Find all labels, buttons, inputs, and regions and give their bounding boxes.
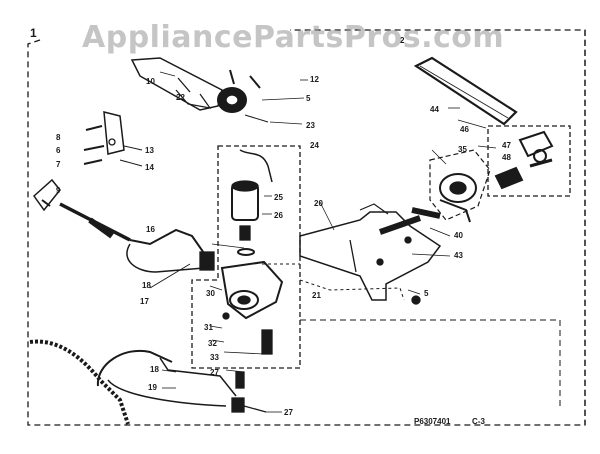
callout-9: 9 [56, 186, 61, 195]
callout-20: 20 [314, 199, 323, 208]
callout-32: 32 [208, 339, 217, 348]
callout-24: 24 [310, 141, 319, 150]
callout-13: 13 [145, 146, 154, 155]
callout-2: 2 [400, 36, 405, 45]
thermocouple-assembly [32, 178, 215, 289]
callout-26: 26 [274, 211, 283, 220]
callout-35: 35 [458, 145, 467, 154]
callout-30: 30 [206, 289, 215, 298]
callout-43: 43 [454, 251, 463, 260]
callout-40: 40 [454, 231, 463, 240]
leader-lines [159, 71, 497, 413]
callout-23: 23 [306, 121, 315, 130]
watermark: AppliancePartsPros.com [82, 20, 505, 55]
orifice-box [487, 125, 571, 197]
callout-44: 44 [430, 105, 439, 114]
mounting-bracket [299, 203, 442, 305]
callout-5b: 5 [424, 289, 429, 298]
callout-8: 8 [56, 133, 61, 142]
callout-46: 46 [460, 125, 469, 134]
section-label: C-3 [472, 417, 485, 426]
callout-10: 10 [146, 77, 155, 86]
gas-regulator [220, 149, 284, 355]
power-cord [29, 339, 267, 425]
burner-pipe [413, 56, 518, 126]
burner-head-assembly [411, 149, 491, 223]
callout-22: 22 [176, 93, 185, 102]
callout-5a: 5 [306, 94, 311, 103]
callout-14: 14 [145, 163, 154, 172]
callout-7: 7 [56, 160, 61, 169]
callout-27b: 27 [284, 408, 293, 417]
callout-48: 48 [502, 153, 511, 162]
igniter-tube-assembly [130, 57, 269, 123]
callout-6: 6 [56, 146, 61, 155]
callout-18b: 18 [150, 365, 159, 374]
callout-25: 25 [274, 193, 283, 202]
left-bracket-assembly [83, 111, 143, 167]
callout-33: 33 [210, 353, 219, 362]
valve-group-box [191, 145, 301, 369]
callout-21: 21 [312, 291, 321, 300]
part-code: P6307401 [414, 417, 451, 426]
callout-16: 16 [146, 225, 155, 234]
callout-19: 19 [148, 383, 157, 392]
diagram-frame [27, 29, 586, 426]
callout-31: 31 [204, 323, 213, 332]
bottom-guide-line [300, 319, 561, 410]
callout-47: 47 [502, 141, 511, 150]
orifice-fitting [494, 130, 554, 190]
callout-labels: 1 12 10 5 22 23 8 6 7 13 14 9 24 25 26 1… [30, 26, 511, 426]
callout-12: 12 [310, 75, 319, 84]
diagram-number: 1 [30, 26, 37, 40]
callout-17: 17 [140, 297, 149, 306]
callout-18a: 18 [142, 281, 151, 290]
callout-27a: 27 [210, 368, 219, 377]
